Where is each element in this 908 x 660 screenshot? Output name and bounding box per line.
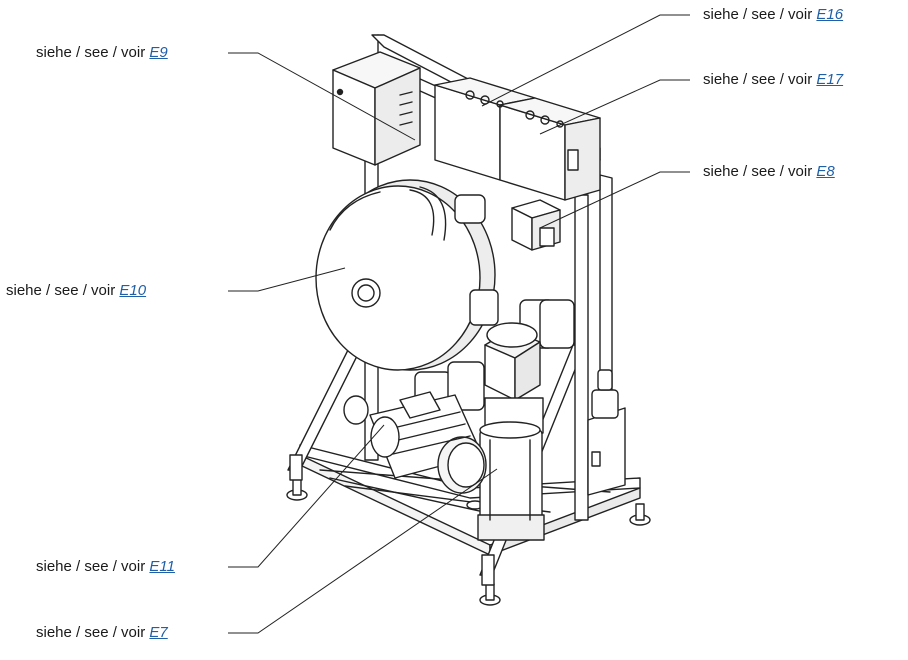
callout-e10-text: siehe / see / voir	[6, 282, 120, 299]
link-e16[interactable]: E16	[816, 6, 844, 23]
leader-lines	[228, 14, 690, 634]
callout-e9: siehe / see / voir E9	[36, 44, 168, 62]
link-e17[interactable]: E17	[816, 71, 844, 88]
side-tank	[587, 369, 626, 496]
link-e9[interactable]: E9	[149, 44, 168, 61]
callout-e11: siehe / see / voir E11	[36, 558, 175, 576]
control-boxes	[434, 77, 601, 201]
callout-e10: siehe / see / voir E10	[6, 282, 146, 300]
horizontal-motor	[343, 391, 487, 494]
callout-e16: siehe / see / voir E16	[703, 6, 843, 24]
pressure-vessel	[315, 179, 496, 371]
leader-e10	[228, 267, 346, 292]
callout-e7-text: siehe / see / voir	[36, 624, 150, 641]
callout-e9-text: siehe / see / voir	[36, 44, 150, 61]
leader-e16	[481, 14, 690, 107]
leader-e8	[539, 171, 690, 229]
link-e7[interactable]: E7	[149, 624, 168, 641]
leader-e11	[228, 424, 385, 568]
leader-e9	[228, 52, 416, 141]
callout-e17: siehe / see / voir E17	[703, 71, 843, 89]
leader-e7	[228, 468, 498, 634]
callout-e7: siehe / see / voir E7	[36, 624, 168, 642]
link-e10[interactable]: E10	[119, 282, 147, 299]
callout-e8: siehe / see / voir E8	[703, 163, 835, 181]
link-e8[interactable]: E8	[816, 163, 835, 180]
valve-block	[511, 199, 561, 251]
callout-e16-text: siehe / see / voir	[703, 6, 817, 23]
callout-e11-text: siehe / see / voir	[36, 558, 150, 575]
callout-e8-text: siehe / see / voir	[703, 163, 817, 180]
vertical-pump	[477, 322, 545, 541]
leader-e17	[539, 79, 690, 135]
link-e11[interactable]: E11	[149, 558, 175, 575]
callout-e17-text: siehe / see / voir	[703, 71, 817, 88]
terminal-box	[332, 51, 421, 166]
